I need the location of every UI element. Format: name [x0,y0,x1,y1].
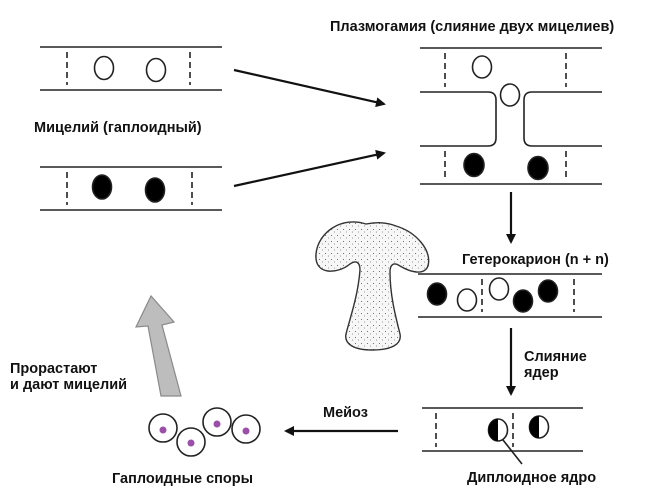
nucleus-dark [528,157,548,180]
nucleus-dark [146,178,165,202]
nucleus-dark [514,290,533,312]
nucleus-light [147,59,166,82]
arrow-to-plasmogamy-top [234,70,384,104]
heterokaryon-hypha [418,274,602,317]
nucleus-light-migrating [501,84,520,106]
sprout-return-arrow [136,296,181,396]
fusion-label-line1: Слияние [524,349,587,366]
hypha-dark-nuclei [40,167,222,210]
nucleus-light [458,289,477,311]
haploid-spores [149,408,260,456]
mycelium-label: Мицелий (гаплоидный) [34,120,202,137]
plasmogamy-label: Плазмогамия (слияние двух мицелиев) [330,19,614,36]
arrow-to-plasmogamy-bottom [234,153,384,186]
nucleus-light [95,57,114,80]
sprout-label-line1: Прорастают [10,361,97,378]
nucleus-light [473,56,492,78]
nucleus-dark [464,154,484,177]
nucleus-dark [539,280,558,302]
sprout-label-line2: и дают мицелий [10,377,127,394]
diploid-nucleus-label: Диплоидное ядро [467,470,596,487]
meiosis-label: Мейоз [323,405,368,422]
mushroom-icon [316,222,429,350]
plasmogamy-fused-hyphae [420,48,602,184]
nucleus-light [490,278,509,300]
fusion-label-line2: ядер [524,365,559,382]
nucleus-dark [93,175,112,199]
diploid-hypha [422,408,583,464]
hypha-light-nuclei [40,47,222,90]
spores-label: Гаплоидные споры [112,471,253,488]
heterokaryon-label: Гетерокарион (n + n) [462,252,609,269]
nucleus-dark [428,283,447,305]
